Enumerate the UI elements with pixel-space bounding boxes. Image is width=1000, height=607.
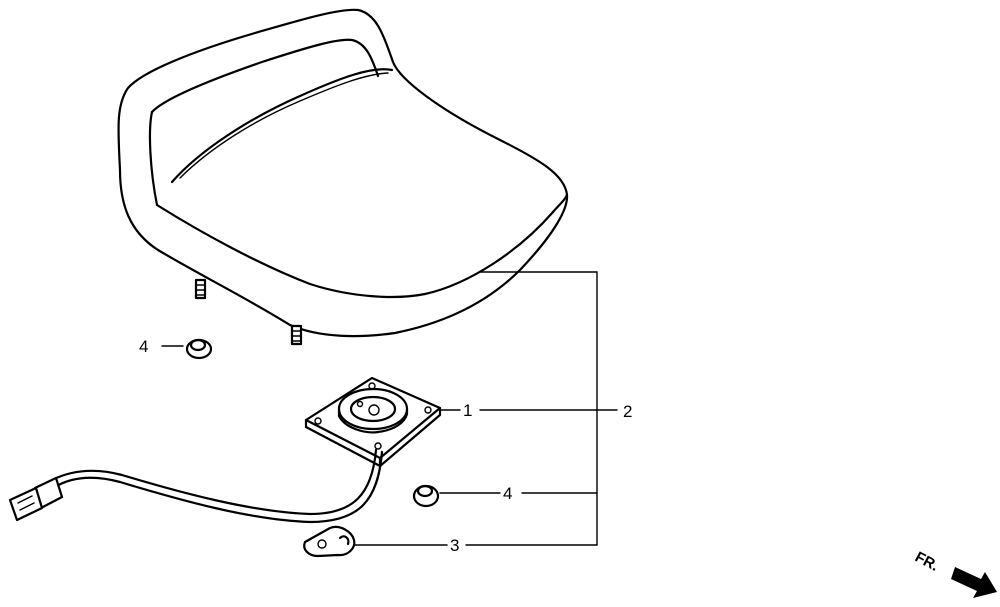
callout-4-right: 4: [503, 484, 512, 503]
wire-clamp: [303, 525, 356, 558]
seat-stud-left: [194, 278, 207, 300]
flange-nut-right: [412, 484, 440, 508]
callout-2: 2: [623, 402, 632, 421]
seat-stud-right: [290, 324, 303, 346]
front-arrow-icon: [951, 567, 997, 598]
callout-4-left: 4: [139, 337, 148, 356]
flange-nut-left: [185, 338, 213, 360]
switch-wire-harness: [50, 448, 384, 524]
wire-connector: [8, 476, 64, 522]
seat-cushion: [117, 8, 569, 346]
leader-lines: [161, 271, 618, 546]
seat-switch-plate: [304, 376, 442, 468]
callout-3: 3: [450, 536, 459, 555]
front-direction-label: FR.: [912, 549, 941, 575]
front-direction-indicator: FR.: [912, 549, 997, 598]
callout-1: 1: [463, 401, 472, 420]
